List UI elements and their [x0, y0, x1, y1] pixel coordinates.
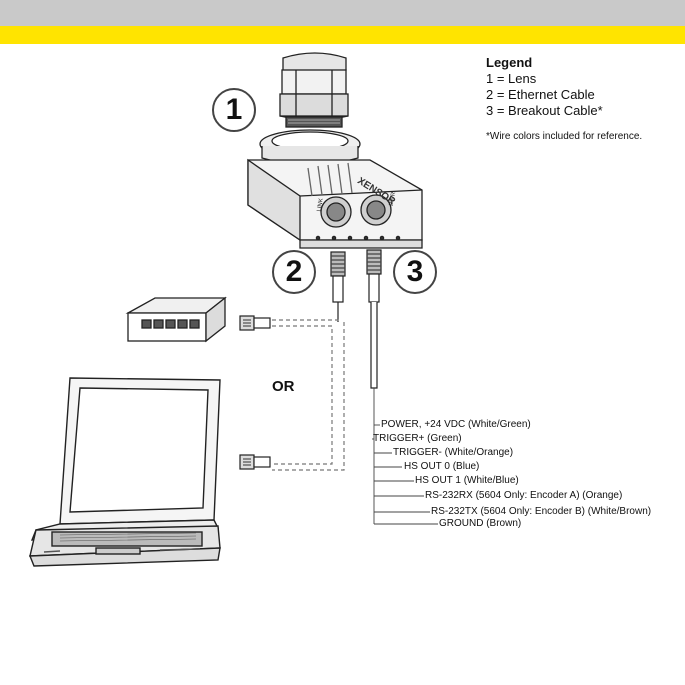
wire-label-power: POWER, +24 VDC (White/Green): [381, 419, 531, 430]
callout-lens: 1: [212, 88, 256, 132]
legend: Legend 1 = Lens 2 = Ethernet Cable 3 = B…: [486, 55, 642, 145]
legend-title: Legend: [486, 55, 533, 70]
breakout-connector: [366, 249, 382, 389]
network-switch-icon: [125, 296, 227, 343]
wire-label-ground: GROUND (Brown): [439, 518, 522, 529]
or-label: OR: [272, 378, 295, 395]
wire-label-hs-out-0: HS OUT 0 (Blue): [404, 461, 480, 472]
wire-label-rs232tx: RS-232TX (5604 Only: Encoder B) (White/B…: [431, 506, 652, 517]
wire-label-rs232rx: RS-232RX (5604 Only: Encoder A) (Orange): [425, 490, 623, 501]
callout-ethernet: 2: [272, 250, 316, 294]
wire-label-trigger-minus: TRIGGER- (White/Orange): [393, 447, 514, 458]
legend-note: *Wire colors included for reference.: [486, 131, 643, 142]
header-yellow-bar: [0, 26, 685, 44]
laptop-icon: [28, 377, 221, 567]
legend-item-breakout: 3 = Breakout Cable*: [486, 103, 603, 118]
callout-breakout: 3: [393, 250, 437, 294]
rj45-plug-laptop: [239, 454, 271, 470]
wire-label-trigger-plus: TRIGGER+ (Green): [373, 433, 462, 444]
rj45-plug-switch: [239, 315, 271, 331]
ethernet-connector: [330, 251, 346, 322]
camera-body: [247, 129, 423, 249]
wire-leaders: [372, 388, 438, 525]
legend-item-lens: 1 = Lens: [486, 71, 537, 86]
header-gray-bar: [0, 0, 685, 26]
wire-label-hs-out-1: HS OUT 1 (White/Blue): [415, 475, 519, 486]
ethernet-cable: [272, 319, 345, 471]
lens-icon: [279, 52, 349, 128]
legend-item-ethernet: 2 = Ethernet Cable: [486, 87, 595, 102]
